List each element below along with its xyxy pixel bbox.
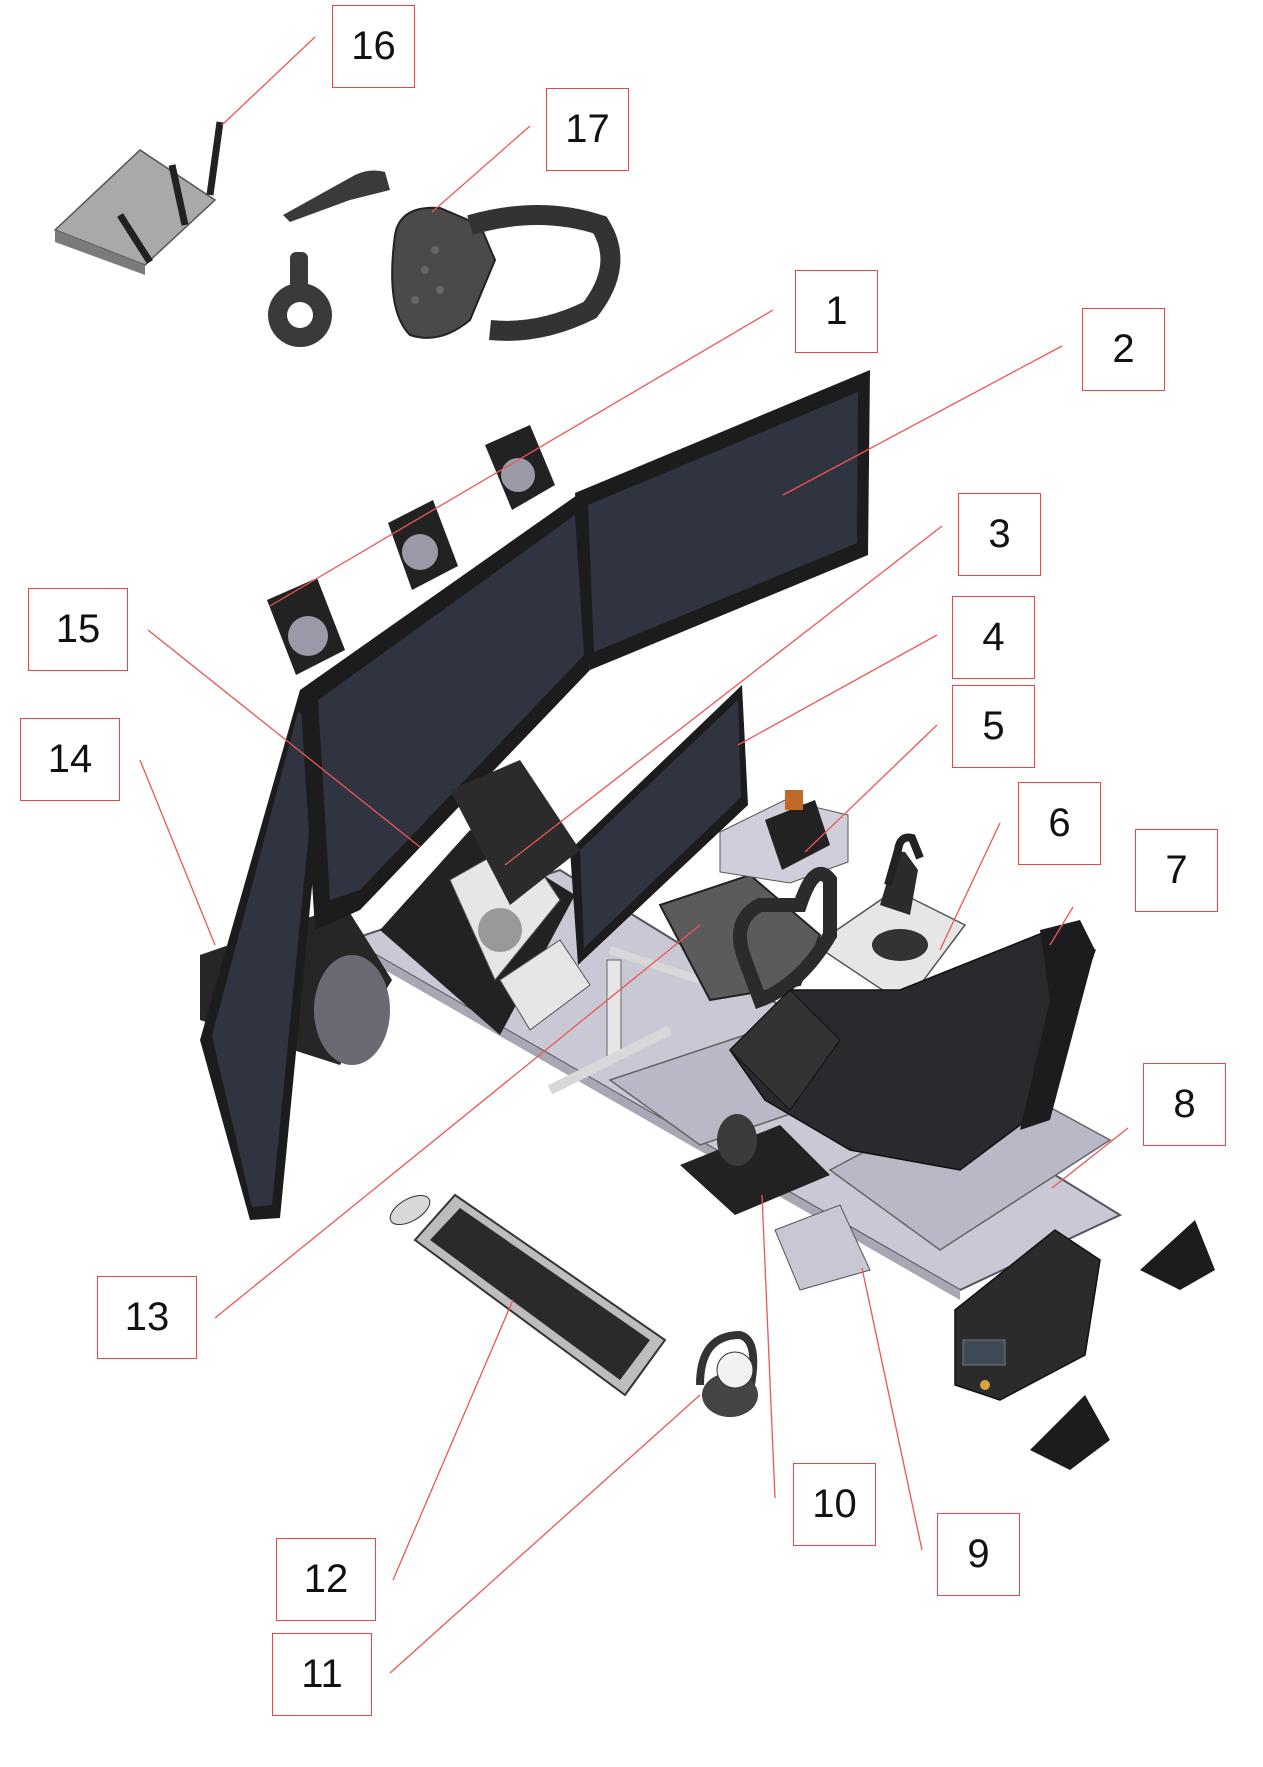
callout-14: 14 — [20, 718, 120, 801]
callout-17: 17 — [546, 88, 629, 171]
callout-15: 15 — [28, 588, 128, 671]
callout-2: 2 — [1082, 308, 1165, 391]
yoke-icon — [733, 867, 837, 1010]
callout-13: 13 — [97, 1276, 197, 1359]
leader-lines — [139, 36, 1129, 1674]
joystick-icon — [813, 833, 967, 1007]
side-console-tray — [774, 1204, 871, 1291]
vr-tracker-icon — [268, 252, 332, 347]
speaker-icon — [485, 425, 555, 510]
keyboard-icon — [413, 1193, 667, 1397]
monitor-icon — [570, 685, 748, 965]
seat-icon — [729, 920, 1096, 1171]
vr-controller-icon — [283, 170, 390, 222]
callout-11: 11 — [272, 1633, 372, 1716]
callout-4: 4 — [952, 596, 1035, 679]
speaker-icon — [1140, 1220, 1215, 1290]
pedals-icon — [380, 760, 591, 1035]
callout-7: 7 — [1135, 829, 1218, 912]
ups-icon — [954, 1229, 1101, 1401]
callout-10: 10 — [793, 1463, 876, 1546]
mouse-icon — [389, 1194, 431, 1226]
router-icon — [53, 121, 224, 275]
callout-9: 9 — [937, 1513, 1020, 1596]
monitor-stand — [547, 946, 702, 1095]
headphones-icon — [696, 1330, 758, 1417]
monitor-icon — [200, 690, 330, 1220]
speaker-icon — [267, 578, 345, 675]
speaker-icon — [388, 500, 458, 590]
callout-16: 16 — [332, 5, 415, 88]
callout-5: 5 — [952, 685, 1035, 768]
callout-12: 12 — [276, 1538, 376, 1621]
side-console — [680, 1114, 830, 1215]
callout-1: 1 — [795, 270, 878, 353]
monitor-icon — [300, 493, 590, 930]
monitor-icon — [575, 370, 870, 670]
callout-3: 3 — [958, 493, 1041, 576]
callout-8: 8 — [1143, 1063, 1226, 1146]
throttle-quadrant-icon — [719, 790, 849, 884]
vr-headset-icon — [391, 205, 621, 341]
speaker-icon — [1030, 1395, 1110, 1470]
callout-6: 6 — [1018, 782, 1101, 865]
